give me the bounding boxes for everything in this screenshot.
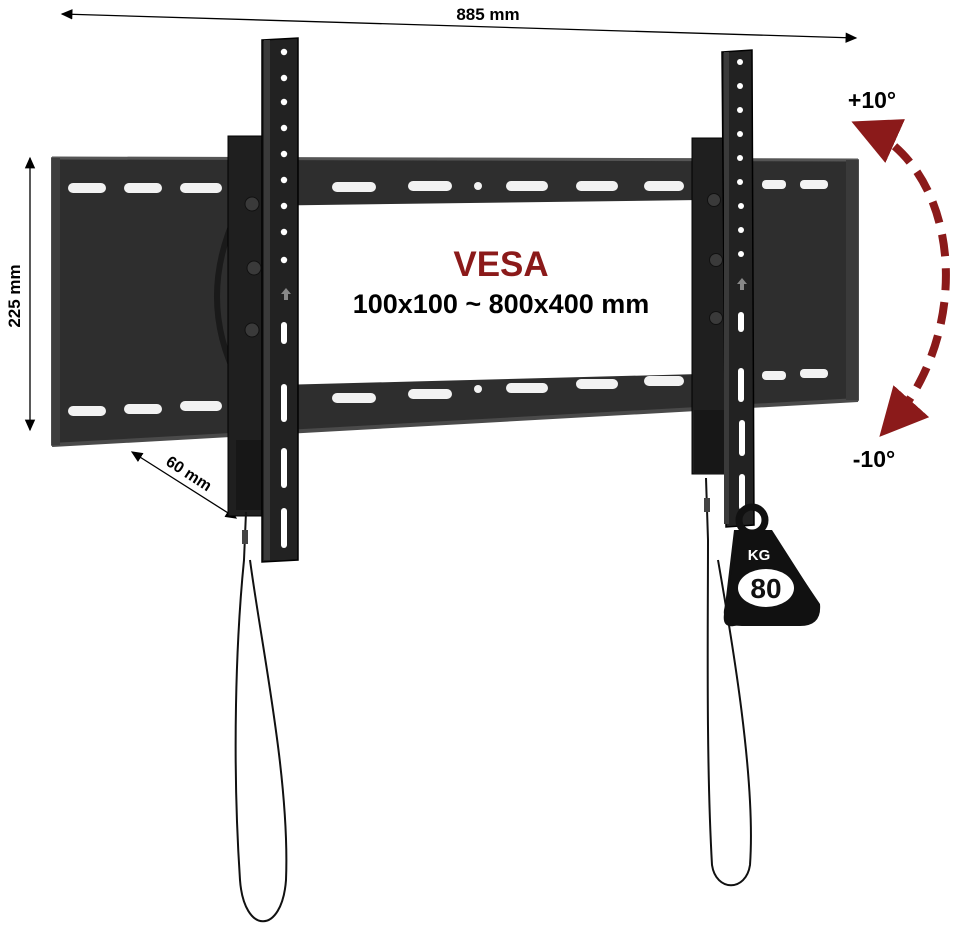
vesa-info: VESA 100x100 ~ 800x400 mm <box>353 245 650 319</box>
tilt-up-label: +10° <box>848 87 896 113</box>
tilt-arc-arrow <box>851 119 950 437</box>
top-slot-row <box>68 180 828 193</box>
weight-unit: KG <box>748 547 771 564</box>
depth-dimension: 60 mm <box>130 451 238 519</box>
right-safety-cord <box>705 477 752 887</box>
left-tilt-arm <box>227 37 299 563</box>
width-dimension-line <box>60 9 858 43</box>
right-tilt-arm <box>691 49 755 528</box>
vesa-title: VESA <box>453 245 548 284</box>
width-dimension: 885 mm <box>60 5 858 43</box>
safety-cords <box>234 477 752 923</box>
depth-dimension-line <box>130 451 238 519</box>
depth-label: 60 mm <box>163 453 215 495</box>
height-label: 225 mm <box>5 264 24 327</box>
left-safety-cord <box>234 511 288 923</box>
vesa-range: 100x100 ~ 800x400 mm <box>353 289 650 319</box>
tilt-down-label: -10° <box>853 446 895 472</box>
width-label: 885 mm <box>456 5 519 24</box>
height-dimension: 225 mm <box>5 156 36 432</box>
bottom-slot-row <box>68 369 828 416</box>
weight-value: 80 <box>750 573 781 604</box>
weight-icon: KG 80 <box>723 503 821 627</box>
wall-plate-window <box>240 200 700 386</box>
tilt-indicator: +10° -10° <box>848 87 950 472</box>
